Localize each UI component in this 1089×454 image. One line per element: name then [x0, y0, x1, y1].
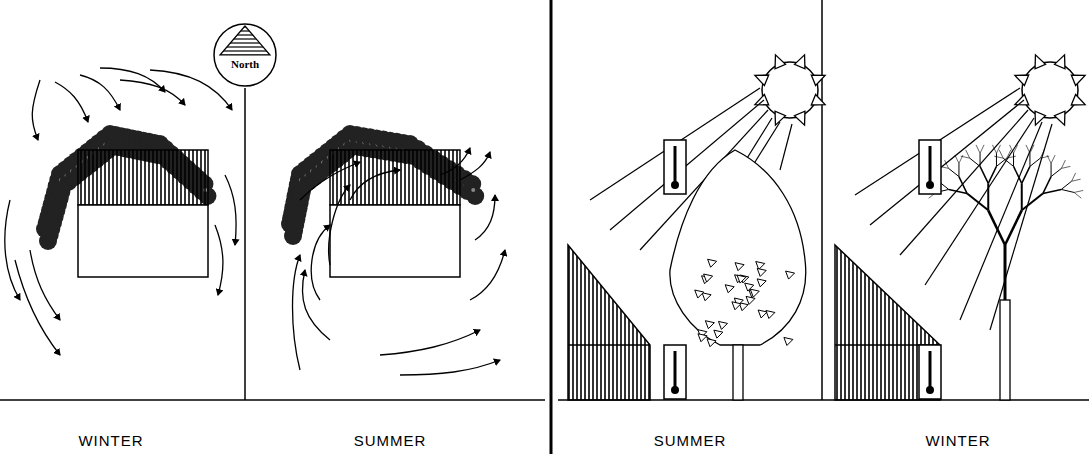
season-label: SUMMER	[654, 432, 727, 449]
ground-line	[0, 399, 545, 401]
wind-arrows	[5, 68, 236, 355]
pole	[244, 88, 246, 400]
compass-label: North	[212, 58, 278, 70]
season-label: SUMMER	[354, 432, 427, 449]
leafy-tree	[670, 150, 806, 400]
sun	[755, 55, 1085, 125]
sun-rays	[590, 88, 1052, 330]
compass-symbol	[212, 22, 278, 88]
building	[78, 150, 208, 277]
house	[835, 245, 940, 400]
building	[330, 150, 460, 277]
thermometer	[664, 140, 941, 399]
bare-tree	[927, 145, 1083, 400]
divider	[821, 0, 823, 400]
season-label: WINTER	[78, 432, 143, 449]
divider	[550, 0, 553, 454]
house	[568, 245, 650, 400]
season-label: WINTER	[925, 432, 990, 449]
wind-arrows	[293, 148, 506, 375]
compass-circle: North	[212, 22, 278, 88]
